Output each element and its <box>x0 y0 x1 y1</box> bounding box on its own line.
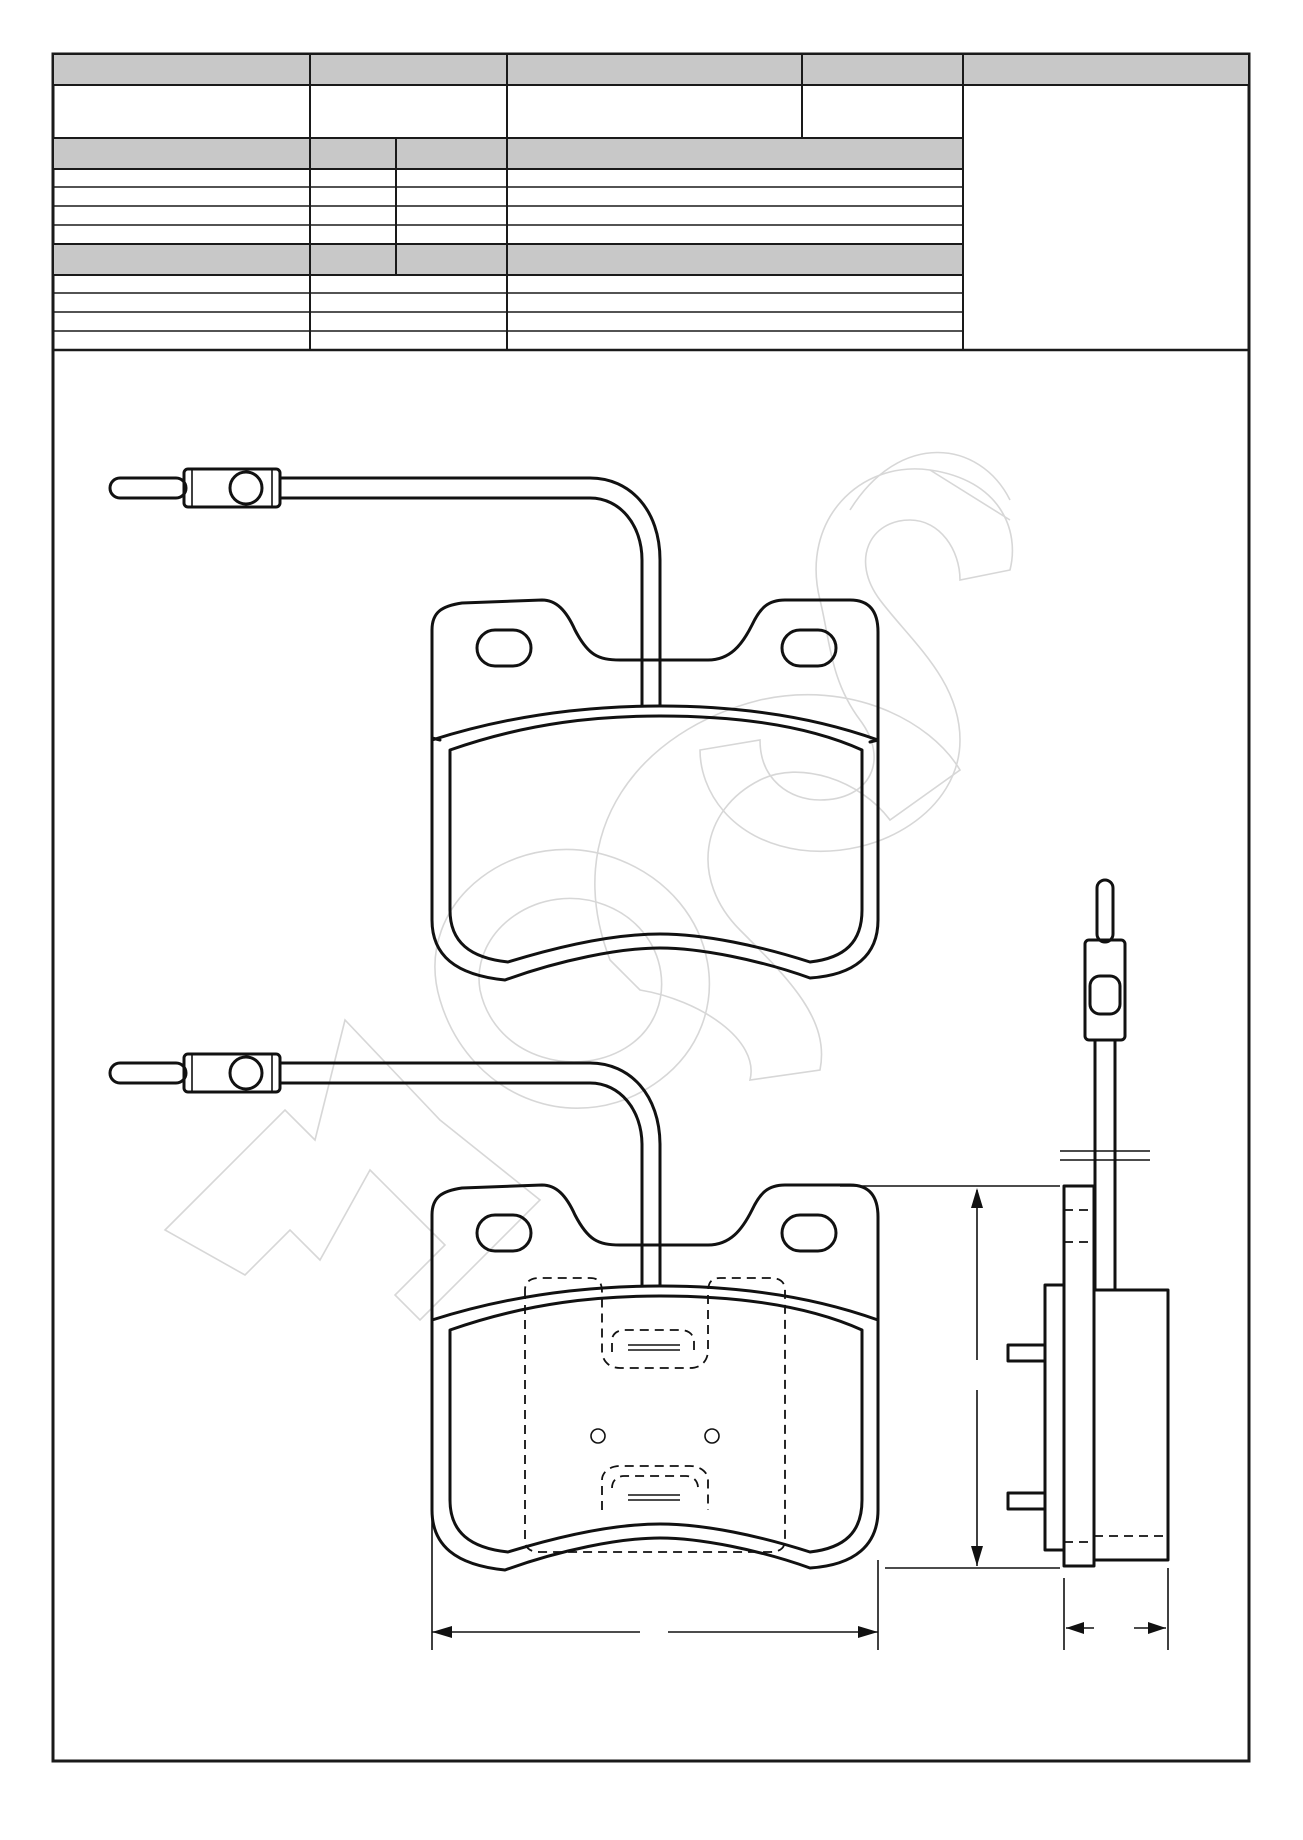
pad-front-view <box>108 467 880 982</box>
title-block-table <box>53 54 1249 352</box>
pad-back-view <box>108 1052 880 1650</box>
sheet-frame <box>51 52 1251 1763</box>
watermark-logo <box>163 451 1014 1322</box>
pad-side-view <box>840 878 1170 1650</box>
